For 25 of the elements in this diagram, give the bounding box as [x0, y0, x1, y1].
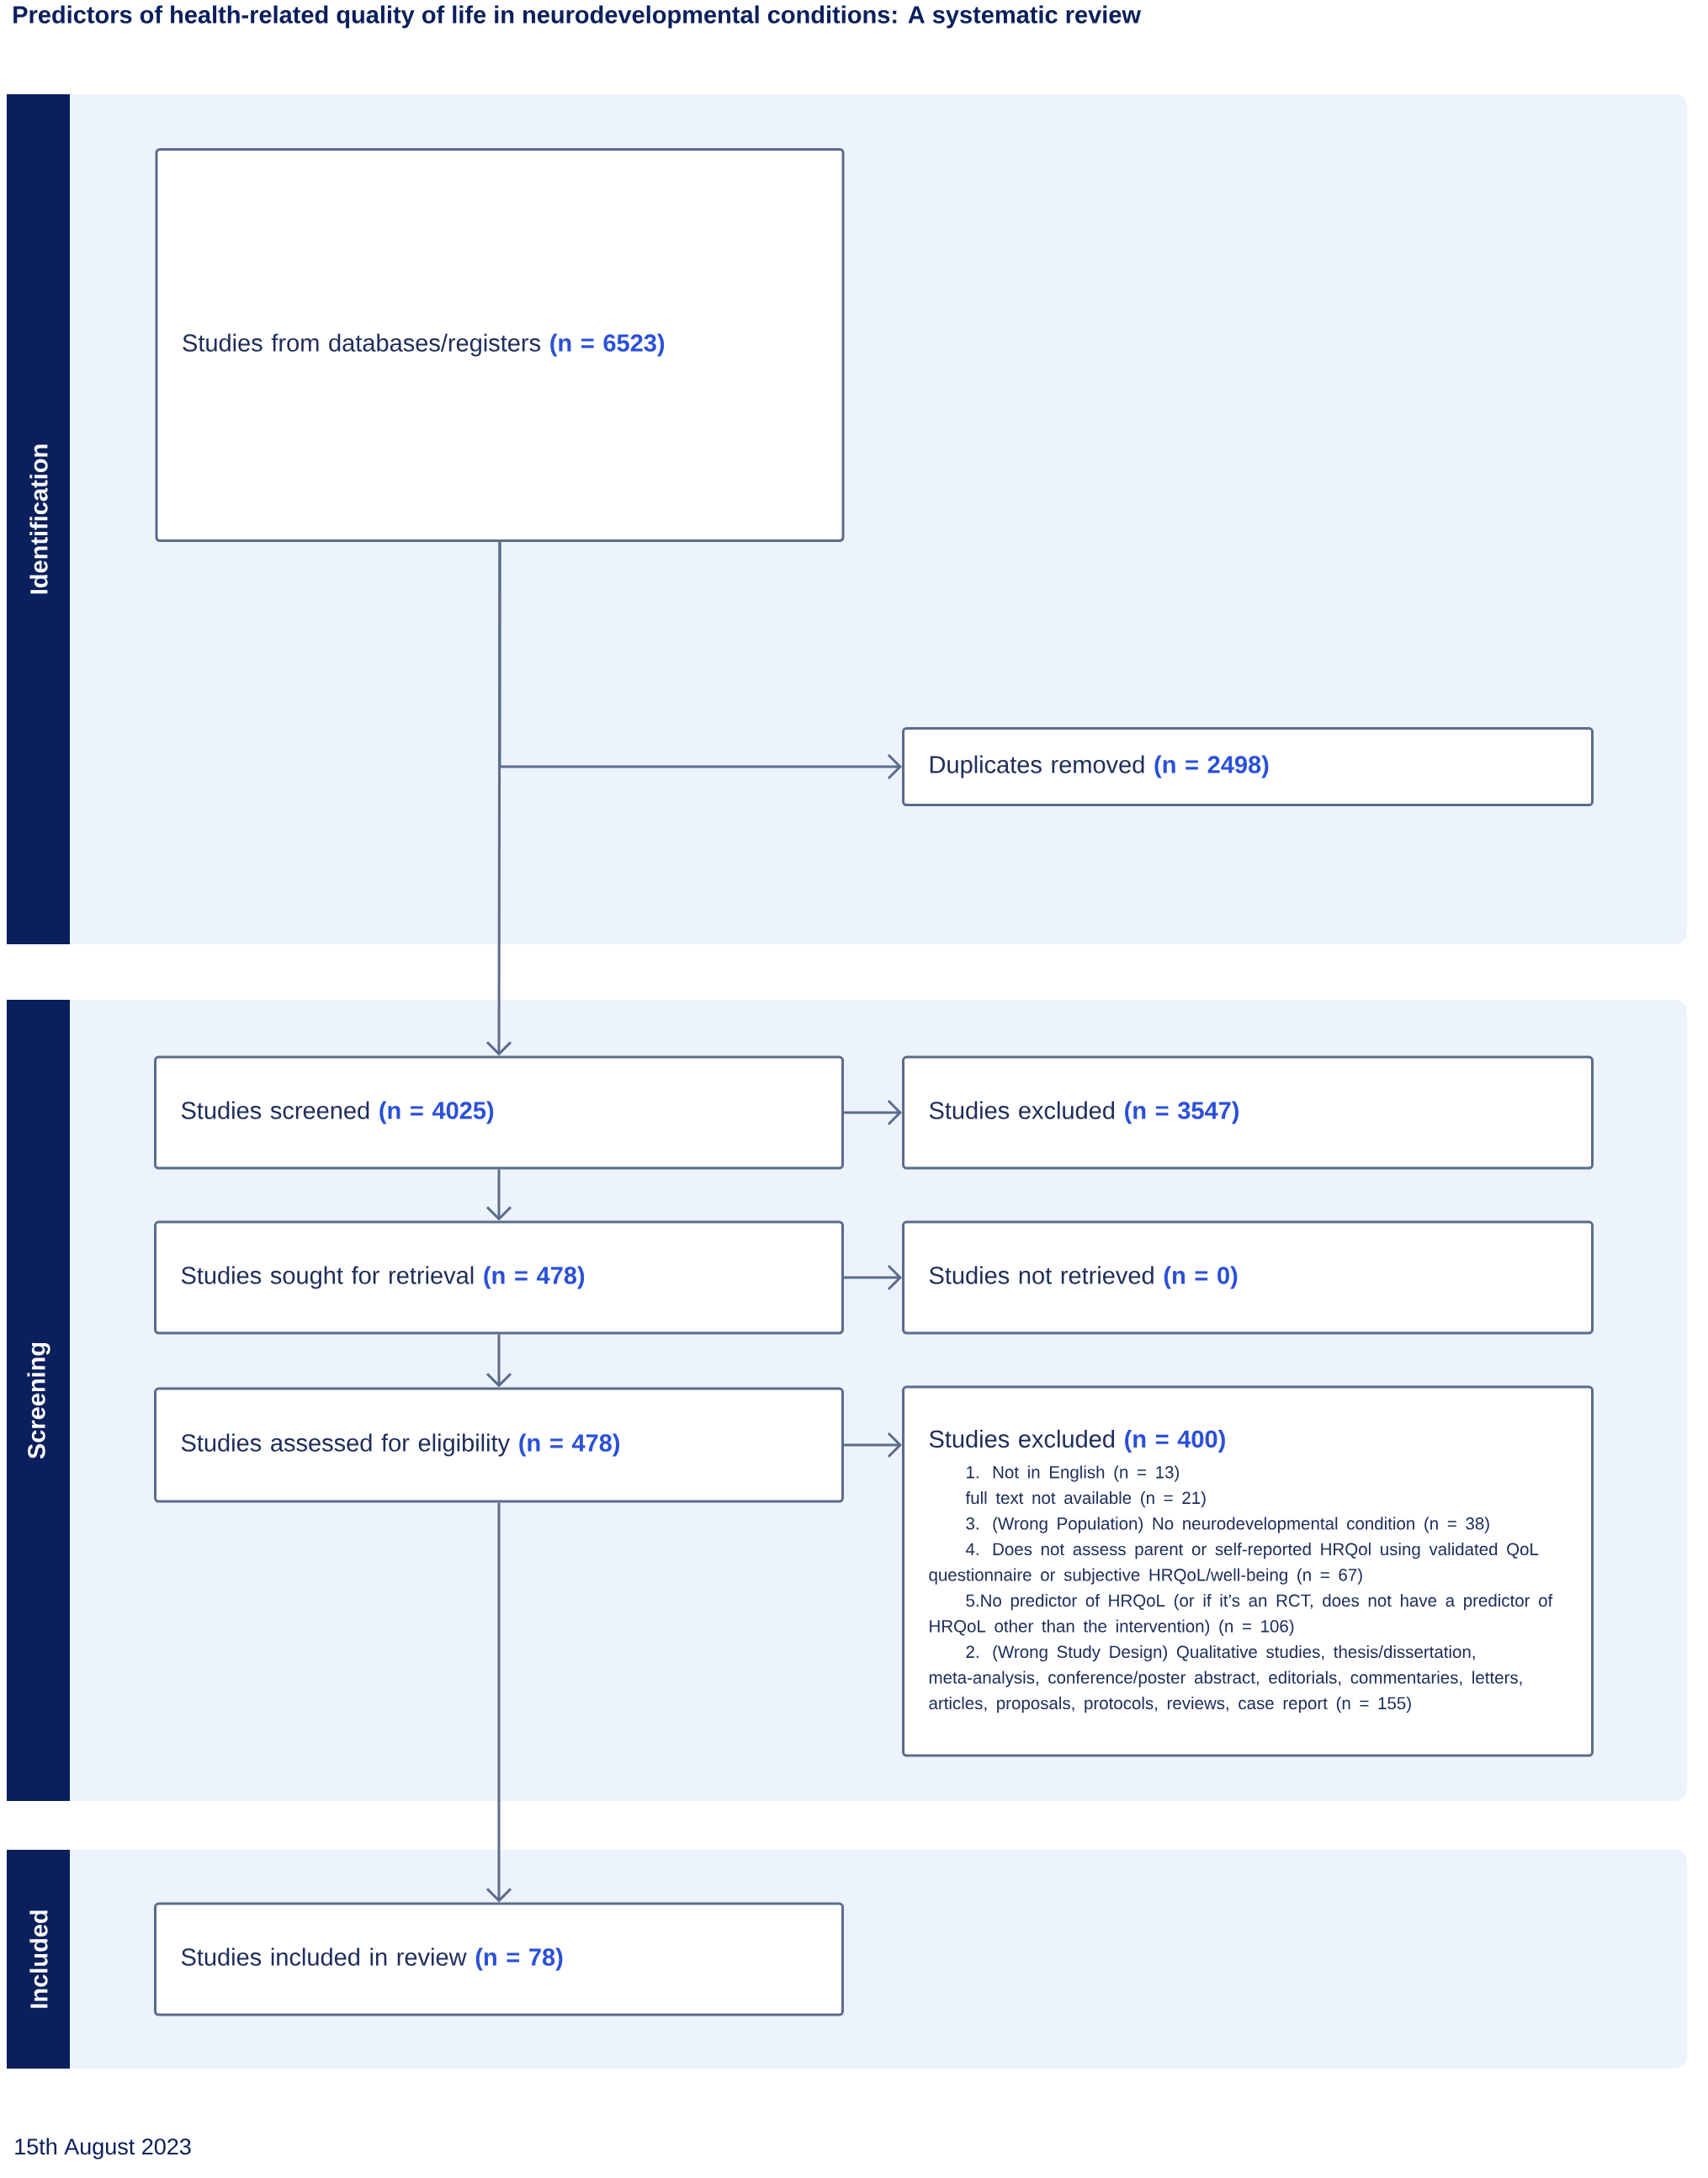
arrow — [485, 1334, 512, 1388]
process-box: Studies assessed for eligibility (n = 478) — [154, 1387, 844, 1503]
arrow — [485, 542, 512, 1056]
process-box: Studies from databases/registers (n = 6523) — [155, 148, 845, 542]
exclusion-reason: 5.No predictor of HRQoL (or if it’s an RCT, does not have a predictor of HRQoL other than the intervention) (n = 106) — [930, 1594, 1553, 1636]
exclusion-reason: 3. (Wrong Population) No neurodevelopmental condition (n = 38) — [966, 1517, 1489, 1533]
exclusion-reason: 1. Not in English (n = 13) — [967, 1465, 1180, 1482]
exclusion-reason: 2. (Wrong Study Design) Qualitative studies, thesis/dissertation, meta-analysis, conference/poster abstract, editorials, commentaries, letters, articles, proposals, protocols, reviews, case report (n = 155) — [929, 1645, 1522, 1713]
exclusion-reason: 4. Does not assess parent or self-reported HRQol using validated QoL questionnaire or subjective HRQoL/well-being (n = 67) — [929, 1543, 1539, 1585]
process-box: Duplicates removed (n = 2498) — [902, 727, 1594, 806]
process-box: Studies screened (n = 4025) — [154, 1055, 844, 1170]
arrow — [844, 1264, 902, 1291]
process-box: Studies sought for retrieval (n = 478) — [154, 1220, 844, 1335]
exclusion-box: Studies excluded (n = 400) 1. Not in English (n = 13) full text not available (n = 21) 3. (Wrong Population) No neurodevelopmental condition (n = 38) 4. Does not assess parent or self-reported HRQol using validated QoL questionnaire or subjective HRQoL/well-being (n = 67) 5.No predictor of HRQoL (or if it’s an RCT, does not have a predictor of HRQoL other than the intervention) (n = 106) 2. (Wrong Study Design) Qualitative studies, thesis/dissertation, meta-analysis, conference/poster abstract, editorials, commentaries, letters, articles, proposals, protocols, reviews, case report (n = 155) — [902, 1385, 1594, 1757]
process-box: Studies excluded (n = 3547) — [902, 1055, 1594, 1170]
process-box: Studies not retrieved (n = 0) — [902, 1220, 1594, 1335]
title: Predictors of health-related quality of life in neurodevelopmental conditions: A systematic review — [13, 5, 1142, 29]
arrow — [844, 1099, 902, 1126]
arrow — [485, 1169, 512, 1221]
arrow — [844, 1432, 902, 1458]
process-box: Studies included in review (n = 78) — [154, 1902, 844, 2016]
exclusion-reason: full text not available (n = 21) — [965, 1491, 1206, 1508]
date-note: 15th August 2023 — [15, 2138, 191, 2159]
arrow — [498, 542, 902, 780]
arrow — [485, 1502, 512, 1903]
